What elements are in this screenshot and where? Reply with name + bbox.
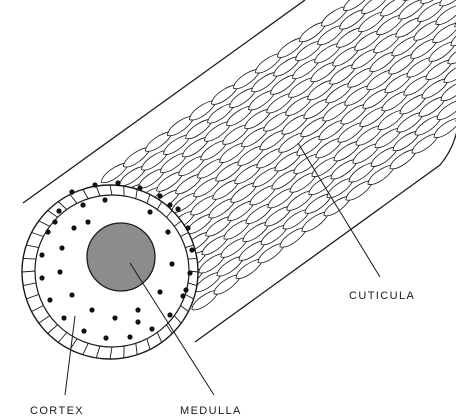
pigment-granule [137, 185, 142, 190]
label-cortex: CORTEX [30, 405, 84, 417]
pigment-granule [135, 307, 140, 312]
pigment-granule [69, 292, 74, 297]
pigment-granule [102, 197, 107, 202]
pigment-granule [71, 225, 76, 230]
pigment-granule [59, 245, 64, 250]
pigment-granule [57, 269, 62, 274]
pigment-granule [183, 287, 188, 292]
pigment-granule [167, 312, 172, 317]
pigment-granule [52, 219, 57, 224]
cuticle-scale [440, 0, 456, 6]
label-cuticula: CUTICULA [349, 290, 415, 302]
pigment-granule [85, 219, 90, 224]
medulla-core [87, 223, 155, 291]
pigment-granule [45, 229, 50, 234]
pigment-granule [89, 307, 94, 312]
pigment-granule [61, 315, 66, 320]
pigment-granule [189, 247, 194, 252]
pigment-granule [112, 315, 117, 320]
pigment-granule [175, 206, 180, 211]
pigment-granule [149, 326, 154, 331]
pigment-granule [47, 297, 52, 302]
pigment-granule [165, 229, 170, 234]
pigment-granule [39, 275, 44, 280]
pigment-granule [157, 289, 162, 294]
pigment-granule [169, 261, 174, 266]
pigment-granule [80, 202, 85, 207]
pigment-granule [185, 225, 190, 230]
pigment-granule [187, 270, 192, 275]
pigment-granule [167, 202, 172, 207]
pigment-granule [69, 189, 74, 194]
pigment-granule [180, 293, 185, 298]
pigment-granule [127, 334, 132, 339]
pigment-granule [147, 209, 152, 214]
cross-section [22, 180, 198, 359]
pigment-granule [103, 335, 108, 340]
label-medulla: MEDULLA [180, 405, 242, 417]
pigment-granule [135, 319, 140, 324]
pigment-granule [56, 208, 61, 213]
pigment-granule [92, 182, 97, 187]
pigment-granule [115, 180, 120, 185]
pigment-granule [81, 328, 86, 333]
pigment-granule [157, 193, 162, 198]
pigment-granule [39, 252, 44, 257]
